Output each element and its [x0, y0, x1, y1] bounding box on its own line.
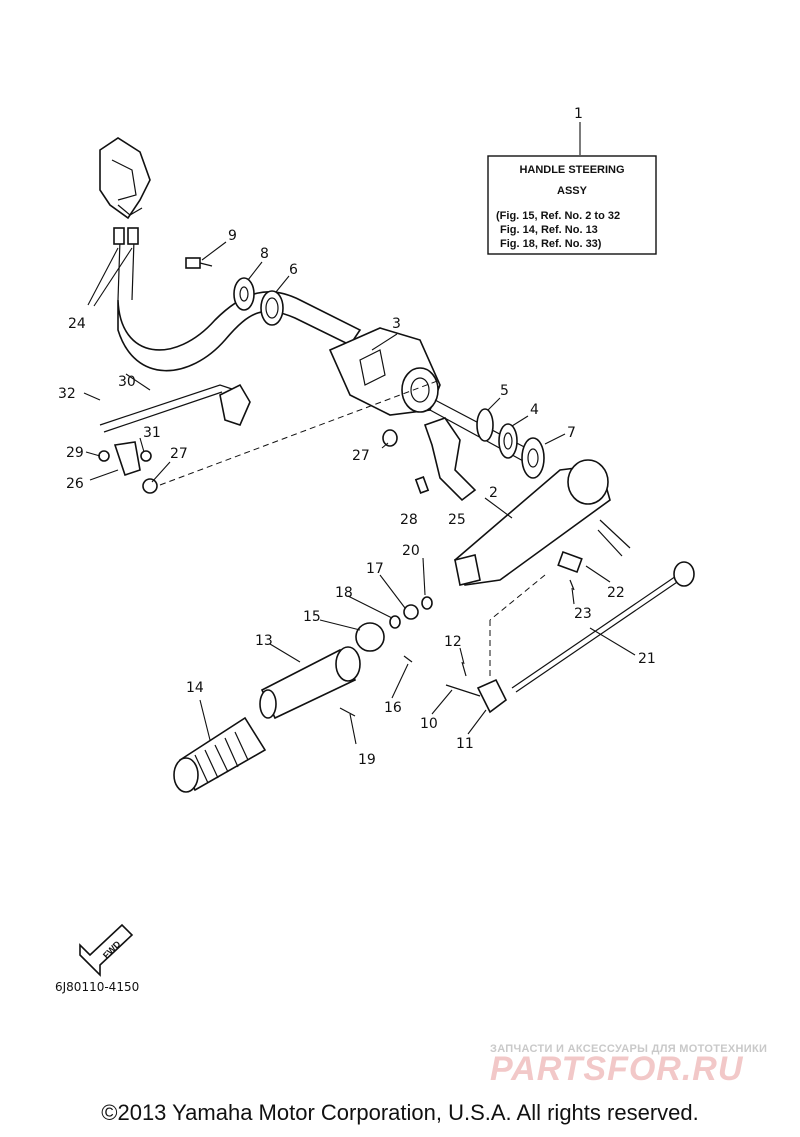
- callout-32: 32: [58, 386, 76, 402]
- callout-10: 10: [420, 716, 438, 732]
- throttle-block: [445, 661, 508, 714]
- throttle-shaft-rod: [511, 561, 695, 693]
- friction-lever: [382, 417, 477, 502]
- grommet-parts: [185, 257, 284, 326]
- callout-4: 4: [530, 402, 539, 418]
- callout-27a: 27: [352, 448, 370, 464]
- ref-line-2: Fig. 14, Ref. No. 13: [500, 224, 598, 236]
- callout-23: 23: [574, 606, 592, 622]
- callout-14: 14: [186, 680, 204, 696]
- callout-5: 5: [500, 383, 509, 399]
- callout-30: 30: [118, 374, 136, 390]
- callout-15: 15: [303, 609, 321, 625]
- callout-7: 7: [567, 425, 576, 441]
- fwd-arrow-icon: FWD: [79, 923, 134, 977]
- screw: [339, 707, 356, 717]
- leader-lines: [83, 241, 636, 745]
- callout-31: 31: [143, 425, 161, 441]
- cable-loom-tube: [117, 291, 362, 372]
- ref-title-1: HANDLE STEERING: [519, 164, 624, 176]
- throttle-sleeve: [259, 646, 361, 720]
- callout-29: 29: [66, 445, 84, 461]
- watermark-brand: PARTSFOR.RU: [490, 1050, 744, 1088]
- pin: [403, 655, 413, 663]
- callout-22: 22: [607, 585, 625, 601]
- callout-17: 17: [366, 561, 384, 577]
- grip-spring-parts: [389, 596, 433, 629]
- callout-9: 9: [228, 228, 237, 244]
- throttle-bracket: [99, 137, 151, 220]
- callout-24: 24: [68, 316, 86, 332]
- callout-3: 3: [392, 316, 401, 332]
- reference-box: 1 HANDLE STEERING ASSY (Fig. 15, Ref. No…: [487, 106, 657, 255]
- callout-6: 6: [289, 262, 298, 278]
- callout-8: 8: [260, 246, 269, 262]
- callout-numbers: 2 3 4 5 6 7 8 9 10 11 12 13 14 15 16 17 …: [58, 228, 656, 768]
- plate: [557, 550, 583, 574]
- callout-21: 21: [638, 651, 656, 667]
- callout-1: 1: [574, 106, 583, 122]
- callout-16: 16: [384, 700, 402, 716]
- control-cables: [113, 227, 139, 301]
- copyright-notice: ©2013 Yamaha Motor Corporation, U.S.A. A…: [101, 1100, 699, 1125]
- callout-19: 19: [358, 752, 376, 768]
- callout-18: 18: [335, 585, 353, 601]
- ref-line-3: Fig. 18, Ref. No. 33): [500, 238, 602, 250]
- ref-line-1: (Fig. 15, Ref. No. 2 to 32: [496, 210, 620, 222]
- callout-27b: 27: [170, 446, 188, 462]
- handle-bracket-housing: [328, 327, 441, 416]
- callout-2: 2: [489, 485, 498, 501]
- watermark-tagline: ЗАПЧАСТИ И АКСЕССУАРЫ ДЛЯ МОТОТЕХНИКИ: [490, 1043, 768, 1055]
- diagram-code: 6J80110-4150: [55, 980, 140, 994]
- callout-26: 26: [66, 476, 84, 492]
- callout-12: 12: [444, 634, 462, 650]
- callout-13: 13: [255, 633, 273, 649]
- throttle-grip: [173, 716, 267, 793]
- throttle-link-rod: [98, 383, 251, 494]
- callout-11: 11: [456, 736, 474, 752]
- callout-20: 20: [402, 543, 420, 559]
- steering-handle-arm: [454, 459, 631, 586]
- washers: [476, 408, 545, 479]
- callout-28: 28: [400, 512, 418, 528]
- collar: [355, 622, 385, 652]
- ref-title-2: ASSY: [557, 185, 588, 197]
- plate-screw: [569, 579, 575, 591]
- callout-25: 25: [448, 512, 466, 528]
